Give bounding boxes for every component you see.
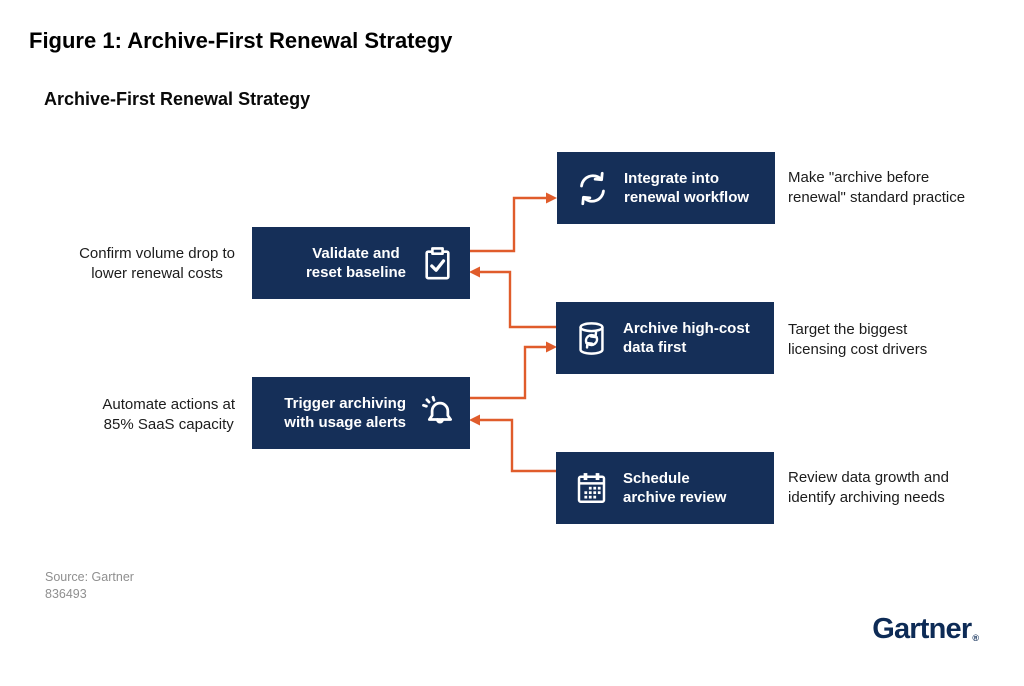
step-label: Schedule archive review bbox=[623, 469, 727, 507]
annotation-trigger: Automate actions at 85% SaaS capacity bbox=[102, 396, 235, 433]
arrowhead-icon bbox=[469, 266, 480, 278]
arrowhead-icon bbox=[469, 414, 480, 426]
clipboard-check-icon bbox=[425, 246, 450, 279]
annotation-schedule: Review data growth and identify archivin… bbox=[788, 469, 949, 506]
arrowhead-icon bbox=[546, 341, 557, 353]
arrowhead-icon bbox=[546, 192, 557, 204]
step-label: Integrate into renewal workflow bbox=[624, 169, 750, 207]
step-label: Archive high-cost data first bbox=[623, 319, 750, 357]
step-box-schedule-archive-review: Schedule archive review bbox=[556, 452, 774, 524]
connector-archive-to-validate bbox=[469, 266, 558, 329]
bell-alert-icon bbox=[422, 395, 452, 423]
database-sync-icon bbox=[579, 321, 604, 355]
source-note: Source: Gartner 836493 bbox=[45, 570, 134, 601]
sync-arrows-icon bbox=[580, 171, 605, 205]
figure-title: Figure 1: Archive-First Renewal Strategy bbox=[29, 28, 453, 53]
annotation-archive: Target the biggest licensing cost driver… bbox=[788, 321, 928, 358]
annotation-integrate: Make "archive before renewal" standard p… bbox=[788, 169, 966, 206]
registered-mark: ® bbox=[972, 633, 979, 643]
step-box-integrate-renewal-workflow: Integrate into renewal workflow bbox=[557, 152, 775, 224]
connector-validate-to-integrate bbox=[470, 192, 557, 253]
calendar-icon bbox=[577, 472, 606, 503]
connector-schedule-to-trigger bbox=[469, 414, 558, 473]
step-label: Validate and reset baseline bbox=[305, 244, 406, 282]
step-box-validate-reset-baseline: Validate and reset baseline bbox=[252, 227, 470, 299]
step-box-trigger-archiving-alerts: Trigger archiving with usage alerts bbox=[252, 377, 470, 449]
annotation-validate: Confirm volume drop to lower renewal cos… bbox=[79, 245, 235, 282]
step-box-archive-high-cost-data: Archive high-cost data first bbox=[556, 302, 774, 374]
step-label: Trigger archiving with usage alerts bbox=[284, 394, 406, 432]
connector-trigger-to-archive bbox=[470, 341, 557, 400]
chart-title: Archive-First Renewal Strategy bbox=[44, 89, 311, 109]
gartner-logo: Gartner® bbox=[872, 613, 979, 645]
